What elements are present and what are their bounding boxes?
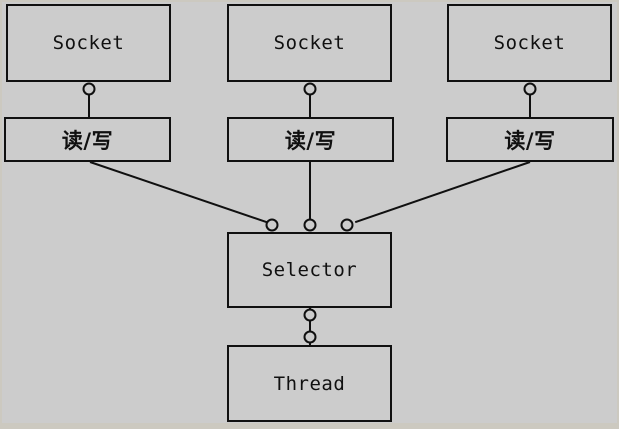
connector-port-icon: [303, 308, 317, 322]
connector-line: [354, 161, 531, 224]
connector-port-icon: [340, 218, 354, 232]
node-readwrite-3[interactable]: 读/写: [446, 117, 614, 162]
connector-selector-to-thread: [303, 308, 317, 345]
connector-port-icon: [265, 218, 279, 232]
node-label: 读/写: [284, 128, 337, 153]
node-label: Selector: [261, 259, 358, 281]
connector-port-icon: [303, 330, 317, 344]
node-label: 读/写: [504, 128, 556, 153]
node-thread[interactable]: Thread: [227, 345, 392, 422]
node-label: Thread: [273, 372, 346, 395]
connector-socket2-to-readwrite2: [303, 82, 317, 117]
node-socket-2[interactable]: Socket: [227, 4, 392, 82]
node-label: Socket: [273, 32, 346, 54]
connector-line: [89, 161, 268, 224]
node-label: Socket: [52, 32, 125, 54]
connector-readwrite2-to-selector: [303, 162, 317, 232]
node-label: 读/写: [61, 128, 114, 153]
node-socket-1[interactable]: Socket: [6, 4, 171, 82]
node-selector[interactable]: Selector: [227, 232, 392, 308]
connector-socket1-to-readwrite1: [82, 82, 96, 117]
connector-port-icon: [303, 218, 317, 232]
node-label: Socket: [493, 32, 566, 54]
connector-port-icon: [523, 82, 537, 96]
connector-port-icon: [82, 82, 96, 96]
connector-readwrite1-to-selector: [89, 161, 279, 232]
connector-readwrite3-to-selector: [340, 161, 531, 232]
node-socket-3[interactable]: Socket: [447, 4, 612, 82]
node-readwrite-1[interactable]: 读/写: [4, 117, 171, 162]
connector-port-icon: [303, 82, 317, 96]
connector-socket3-to-readwrite3: [523, 82, 537, 117]
node-readwrite-2[interactable]: 读/写: [227, 117, 394, 162]
